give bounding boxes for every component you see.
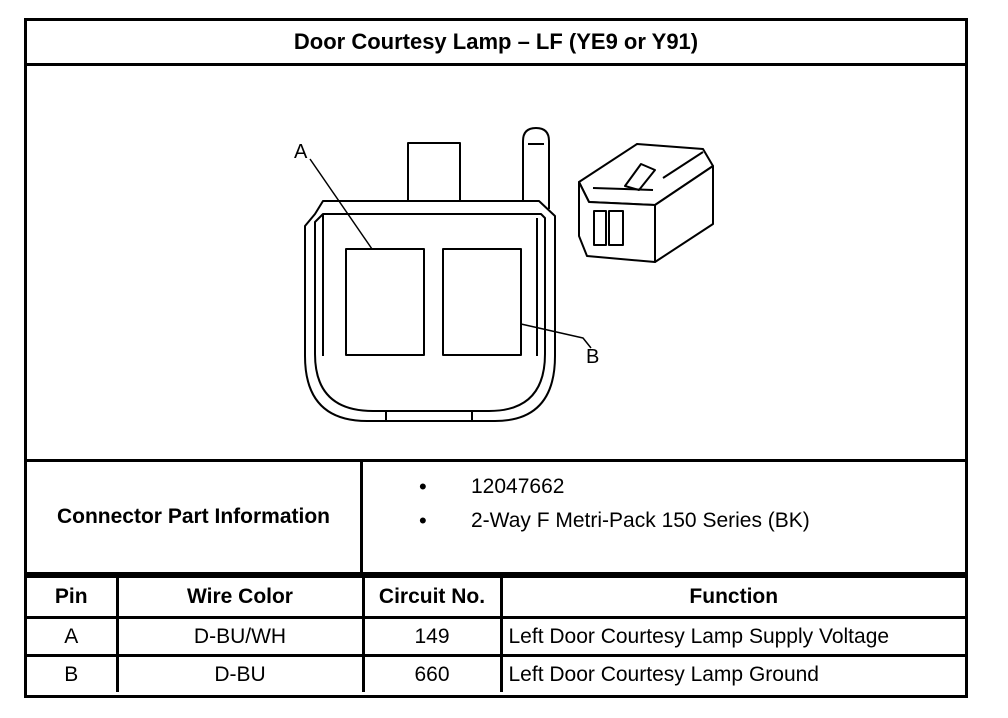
bullet-icon: • — [419, 508, 427, 533]
bullet-icon: • — [419, 474, 427, 499]
pin-table: Pin Wire Color Circuit No. Function A D-… — [27, 575, 965, 692]
connector-description: 2-Way F Metri-Pack 150 Series (BK) — [471, 509, 810, 532]
wire-color-cell: D-BU/WH — [115, 616, 365, 657]
connector-info-list: • 12047662 • 2-Way F Metri-Pack 150 Seri… — [363, 462, 965, 572]
table-row: A D-BU/WH 149 Left Door Courtesy Lamp Su… — [27, 616, 965, 657]
connector-face-drawing: A B — [294, 127, 714, 422]
leader-a — [309, 158, 373, 250]
leader-b — [520, 323, 592, 349]
header-pin: Pin — [27, 575, 119, 619]
iso-top-edge — [592, 187, 654, 191]
iso-cavity-1 — [593, 210, 607, 246]
circuit-cell: 660 — [361, 654, 503, 692]
function-cell: Left Door Courtesy Lamp Supply Voltage — [499, 616, 965, 657]
iso-top-rib — [662, 151, 704, 179]
table-header-row: Pin Wire Color Circuit No. Function — [27, 575, 965, 619]
page-title: Door Courtesy Lamp – LF (YE9 or Y91) — [27, 21, 965, 66]
function-cell: Left Door Courtesy Lamp Ground — [499, 654, 965, 692]
wire-color-cell: D-BU — [115, 654, 365, 692]
connector-diagram: A B — [27, 66, 965, 459]
header-circuit-no: Circuit No. — [361, 575, 503, 619]
connector-housing-outer — [304, 200, 556, 422]
iso-cavity-2 — [608, 210, 624, 246]
connector-isometric-view — [578, 143, 714, 263]
header-wire-color: Wire Color — [115, 575, 365, 619]
callout-b-label: B — [586, 346, 599, 368]
pin-cell: A — [27, 616, 119, 657]
pin-cell: B — [27, 654, 119, 692]
cavity-b — [442, 248, 522, 356]
connector-latch-arm — [522, 127, 550, 209]
table-row: B D-BU 660 Left Door Courtesy Lamp Groun… — [27, 654, 965, 692]
header-function: Function — [499, 575, 965, 619]
connector-housing-inner — [314, 213, 546, 412]
cavity-a — [345, 248, 425, 356]
connector-top-tab — [407, 142, 461, 202]
circuit-cell: 149 — [361, 616, 503, 657]
connector-sheet: Door Courtesy Lamp – LF (YE9 or Y91) — [24, 18, 968, 698]
connector-part-info: Connector Part Information • 12047662 • … — [27, 459, 965, 575]
connector-info-label: Connector Part Information — [27, 462, 363, 572]
part-number: 12047662 — [471, 475, 565, 498]
callout-a-label: A — [294, 141, 308, 163]
